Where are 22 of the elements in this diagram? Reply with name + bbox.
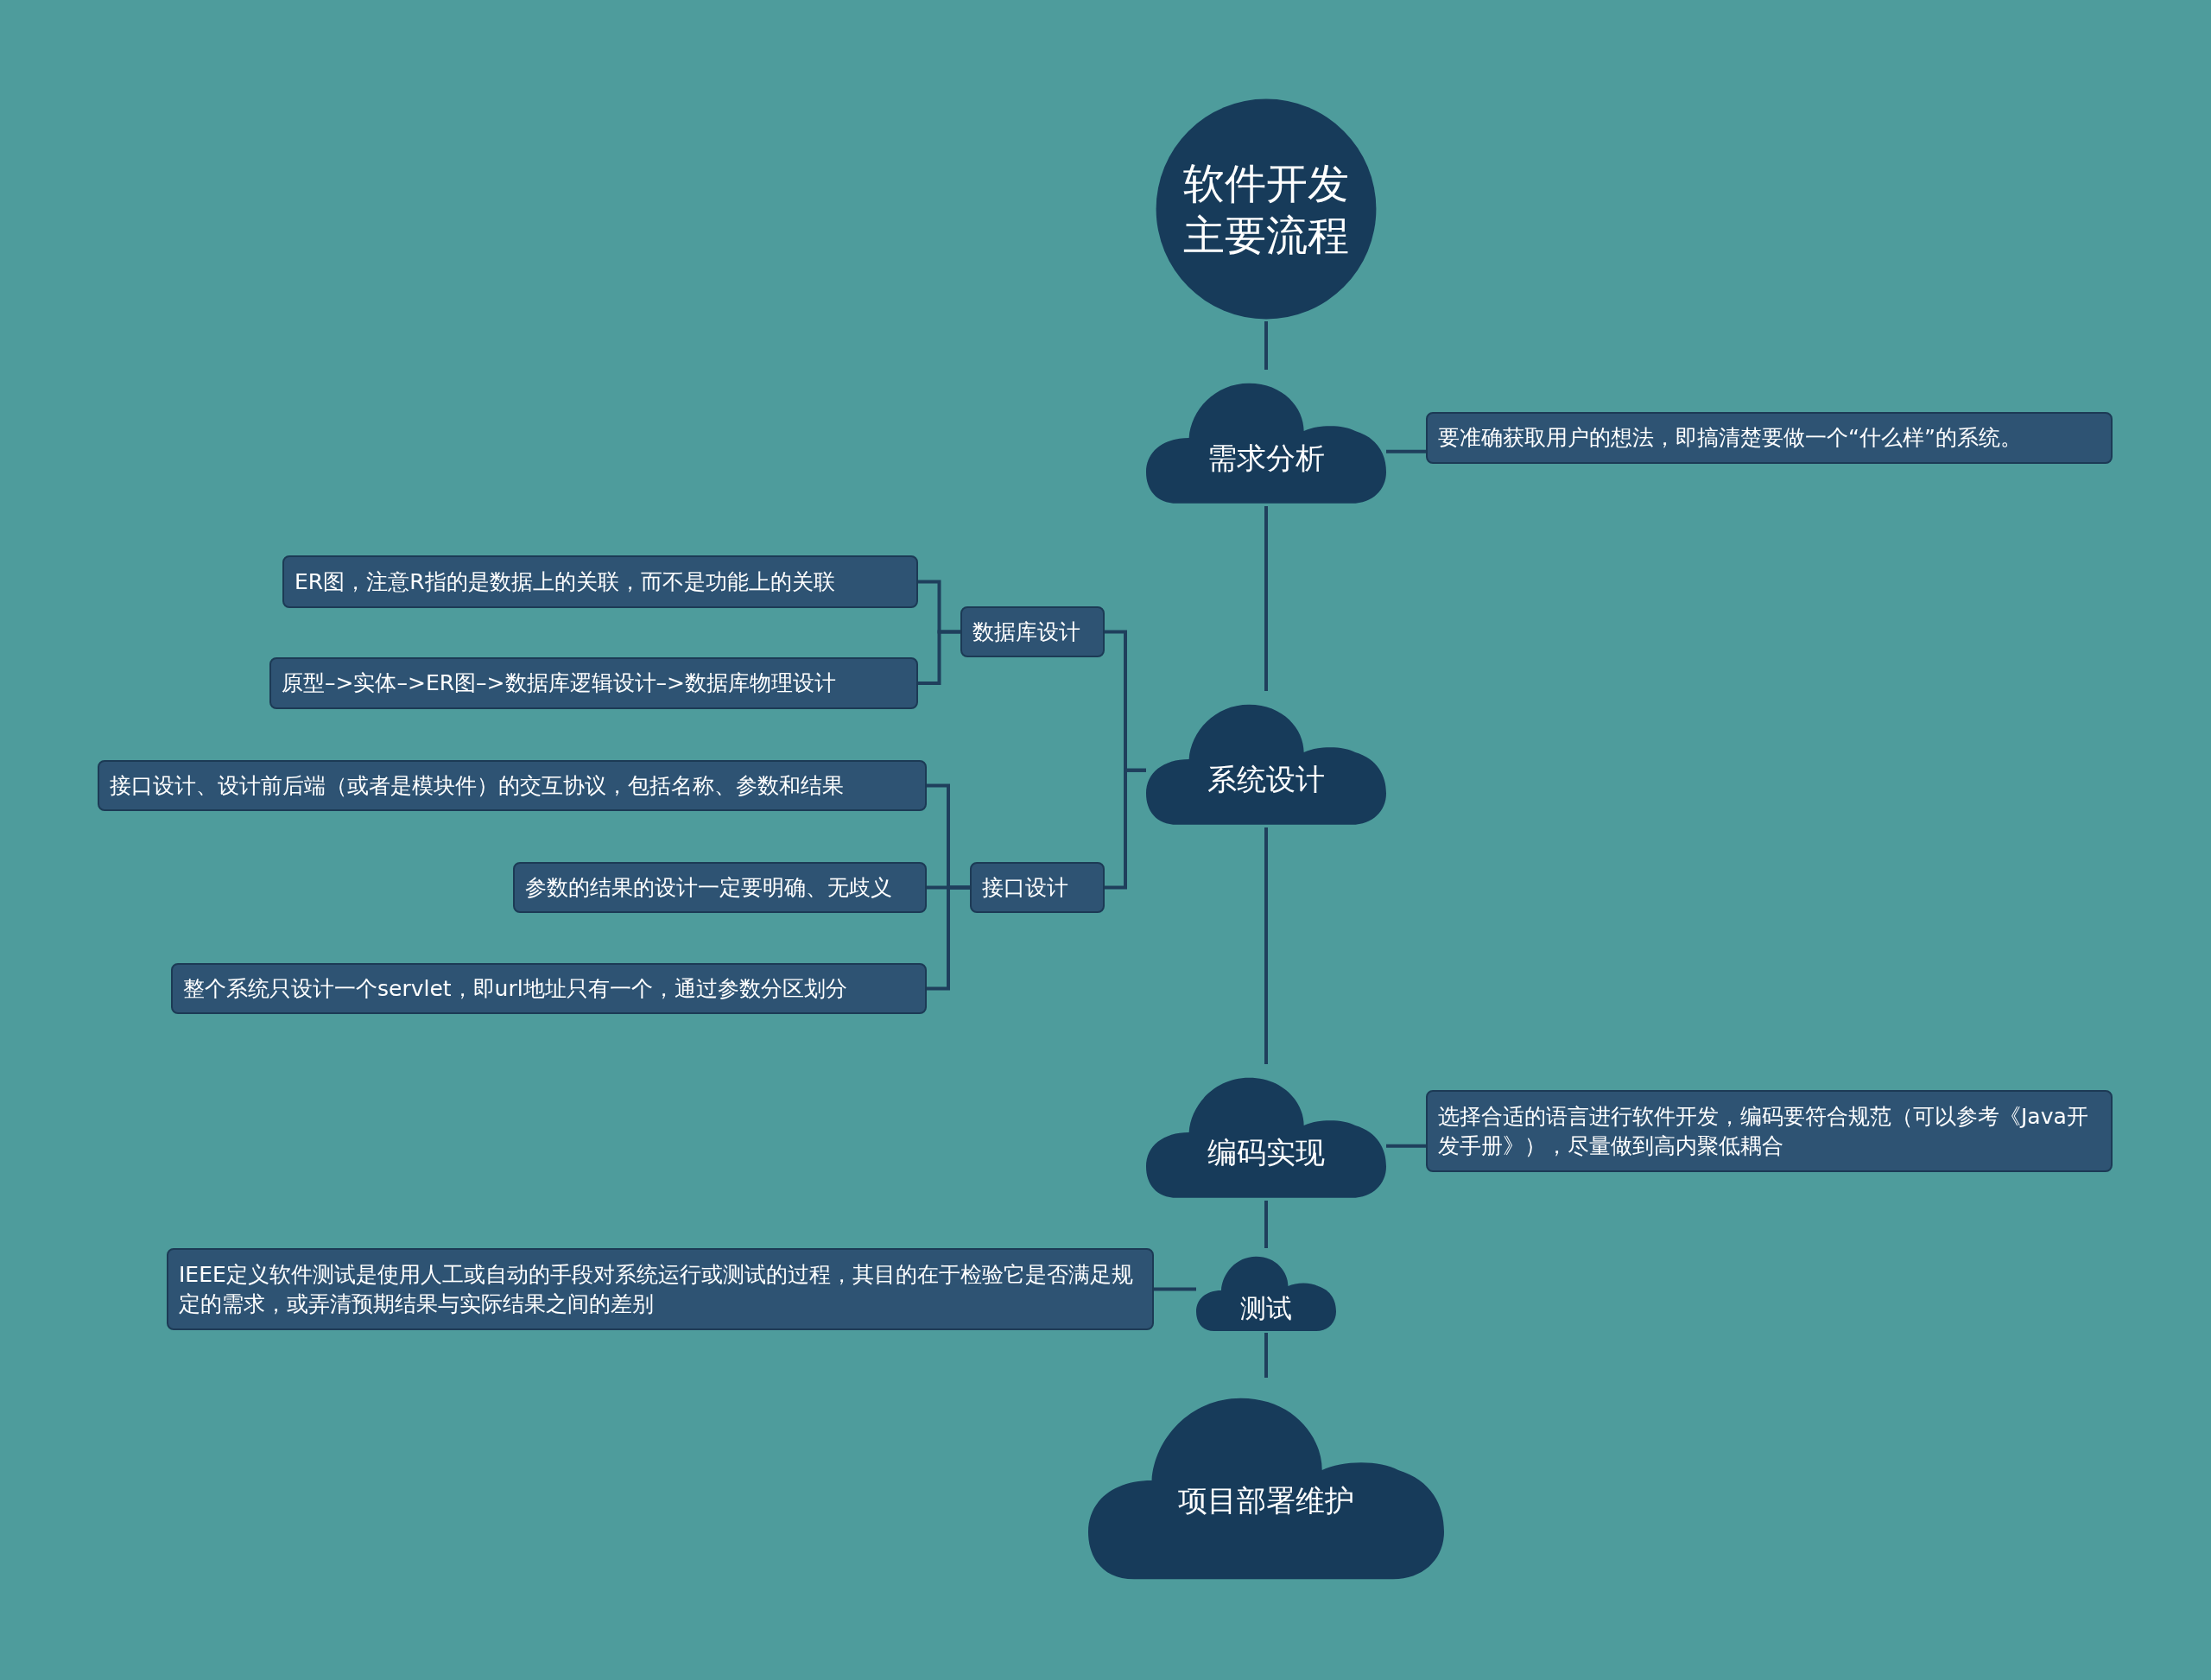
text-box: 接口设计、设计前后端（或者是模块件）的交互协议，包括名称、参数和结果 xyxy=(98,760,927,811)
connector-line xyxy=(927,885,970,991)
text-box: 要准确获取用户的想法，即搞清楚要做一个“什么样”的系统。 xyxy=(1426,412,2113,464)
text-box: 参数的结果的设计一定要明确、无歧义 xyxy=(513,862,927,913)
connector-line xyxy=(1264,1201,1268,1248)
connector-line xyxy=(1386,449,1426,453)
connector-line xyxy=(1264,506,1268,691)
connector-line xyxy=(1386,1144,1426,1148)
title-circle: 软件开发主要流程 xyxy=(1154,97,1378,321)
text-box: 选择合适的语言进行软件开发，编码要符合规范（可以参考《Java开发手册》），尽量做到高内聚低耦合 xyxy=(1426,1090,2113,1172)
text-box: 原型–>实体–>ER图–>数据库逻辑设计–>数据库物理设计 xyxy=(269,657,918,709)
text-box: 数据库设计 xyxy=(960,606,1105,657)
connector-line xyxy=(1105,768,1146,890)
connector-line xyxy=(1264,1333,1268,1378)
connector-line xyxy=(1154,1287,1196,1291)
text-box: IEEE定义软件测试是使用人工或自动的手段对系统运行或测试的过程，其目的在于检验它是否满足规定的需求，或弄清预期结果与实际结果之间的差别 xyxy=(167,1248,1154,1330)
connector-line xyxy=(1264,827,1268,1064)
text-box: ER图，注意R指的是数据上的关联，而不是功能上的关联 xyxy=(282,555,918,608)
text-box: 接口设计 xyxy=(970,862,1105,913)
connector-line xyxy=(1264,321,1268,370)
connector-line xyxy=(918,630,960,685)
text-box: 整个系统只设计一个servlet，即url地址只有一个，通过参数分区划分 xyxy=(171,963,927,1014)
